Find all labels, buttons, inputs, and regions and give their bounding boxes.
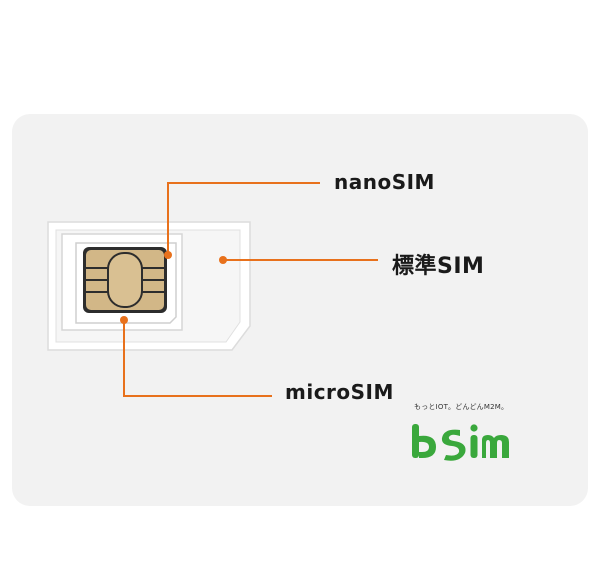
label-micro-sim: microSIM xyxy=(285,380,394,404)
brand-tagline: もっとIOT。どんどんM2M。 xyxy=(414,403,509,411)
label-standard-sim: 標準SIM xyxy=(392,254,485,279)
micro-leader-line xyxy=(123,320,272,397)
nano-leader-dot xyxy=(164,251,172,259)
micro-leader-dot xyxy=(120,316,128,324)
nano-leader-line xyxy=(167,182,320,255)
standard-leader-dot xyxy=(219,256,227,264)
bsim-logo xyxy=(412,424,509,461)
label-nano-sim: nanoSIM xyxy=(334,170,435,194)
leader-lines xyxy=(123,182,378,397)
sim-chip-icon xyxy=(83,247,167,313)
